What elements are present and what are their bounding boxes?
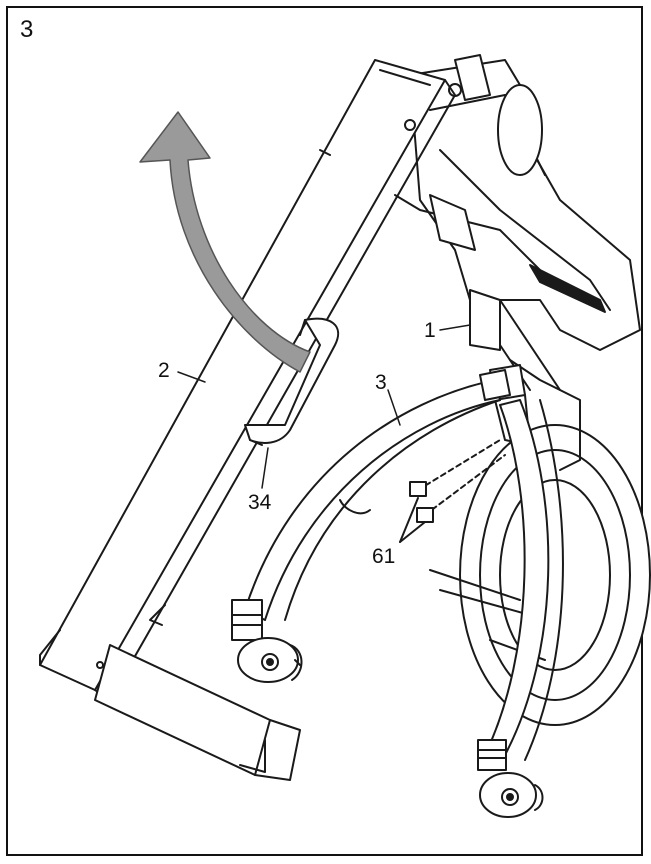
callout-2: 2: [158, 359, 170, 382]
front-stabilizer-leg: [231, 369, 511, 683]
leader-lines: [177, 324, 471, 489]
step-number: 3: [20, 16, 34, 43]
callout-34: 34: [248, 491, 272, 514]
callout-1: 1: [424, 319, 436, 342]
callout-3: 3: [375, 371, 387, 394]
rear-stabilizer-leg: [477, 399, 564, 818]
bolts-61: [399, 439, 506, 543]
upright-frame: [394, 54, 641, 471]
callout-61: 61: [372, 545, 396, 568]
main-frame-2: [39, 59, 456, 781]
handle-34: [244, 317, 340, 446]
rotation-arrow-icon: [139, 111, 311, 373]
